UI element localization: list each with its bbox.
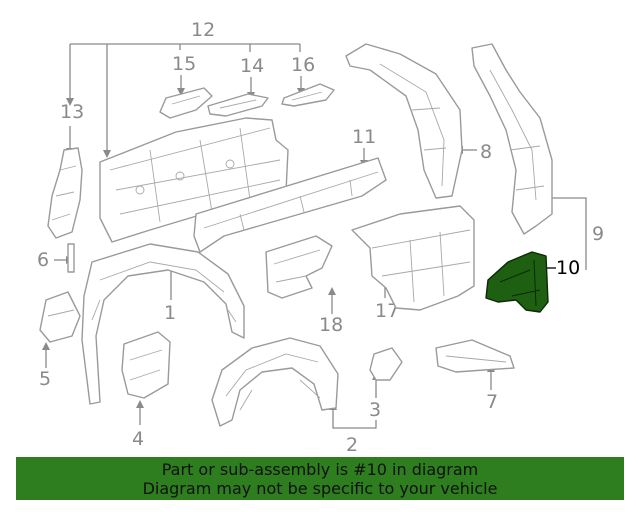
- part-18-bracket: [265, 235, 333, 299]
- part-17-wheelhouse-inner: [351, 205, 475, 311]
- callout-5: 5: [39, 368, 51, 390]
- part-8-pillar-inner: [345, 43, 463, 199]
- part-15-bracket: [159, 87, 213, 119]
- part-14-bracket: [207, 93, 269, 117]
- part-16-bracket: [281, 83, 335, 107]
- callout-3: 3: [369, 399, 381, 421]
- callout-10: 10: [556, 257, 580, 279]
- callout-18: 18: [319, 314, 343, 336]
- callout-1: 1: [164, 302, 176, 324]
- part-7-bracket: [435, 339, 515, 373]
- part-3-bracket: [369, 347, 403, 381]
- callout-16: 16: [291, 54, 315, 76]
- parts-diagram: 12 15 14 16 13 11 8 9 10 6 1 18 17 5 7 3…: [37, 19, 604, 455]
- part-13-pillar: [47, 147, 83, 239]
- callout-7: 7: [486, 391, 498, 413]
- callout-14: 14: [240, 55, 264, 77]
- callout-2: 2: [346, 434, 358, 455]
- part-9-pillar-outer: [471, 43, 553, 235]
- banner-line-1: Part or sub-assembly is #10 in diagram: [161, 460, 479, 479]
- callout-6: 6: [37, 249, 49, 271]
- callout-9: 9: [592, 223, 604, 245]
- part-2-wheelhouse-liner: [211, 337, 339, 427]
- callout-8: 8: [480, 141, 492, 163]
- callout-15: 15: [172, 53, 196, 75]
- part-5-bracket: [39, 291, 81, 343]
- info-banner: Part or sub-assembly is #10 in diagram D…: [16, 457, 624, 500]
- part-6-clip: [67, 243, 75, 273]
- banner-line-2: Diagram may not be specific to your vehi…: [142, 479, 498, 498]
- part-4-bracket: [121, 331, 171, 399]
- callout-13: 13: [60, 101, 84, 123]
- callout-17: 17: [375, 300, 399, 322]
- part-11-rail: [193, 157, 387, 253]
- part-1-wheelhouse-outer: [81, 243, 245, 405]
- callout-4: 4: [132, 428, 144, 450]
- part-10-highlighted-extension: [485, 251, 549, 313]
- callout-11: 11: [352, 126, 376, 148]
- callout-12: 12: [191, 19, 215, 41]
